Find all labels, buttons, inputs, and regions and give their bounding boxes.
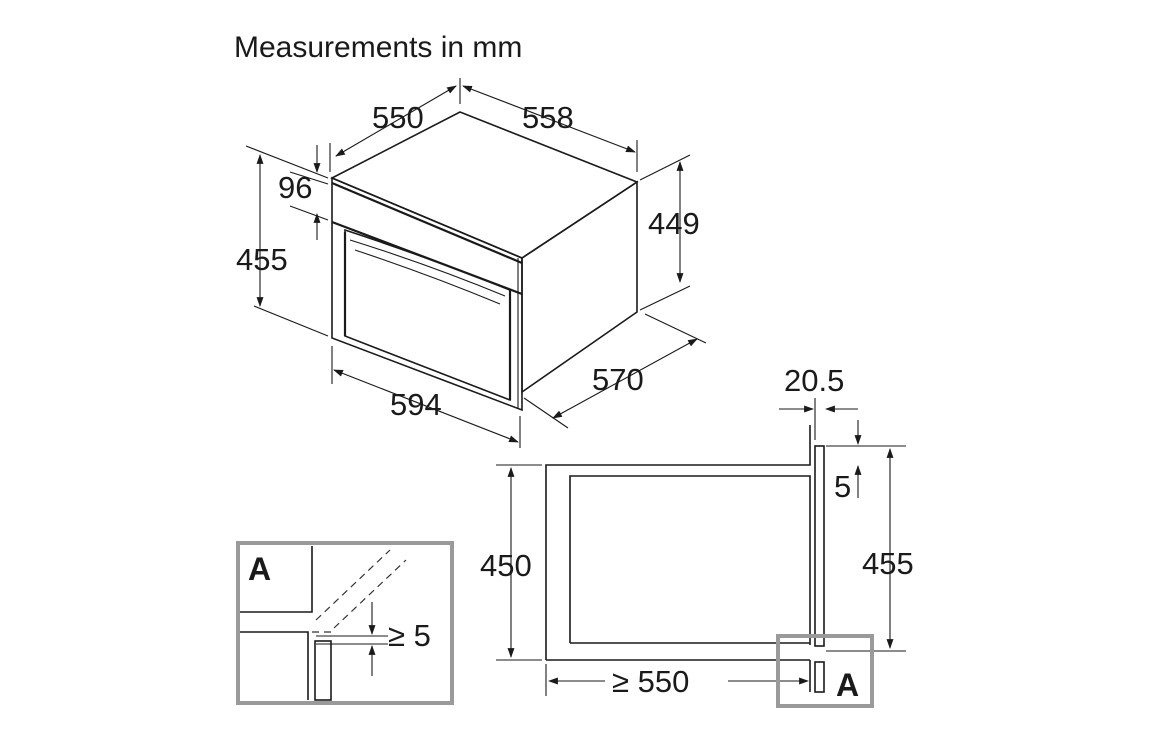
dim-depth-top: 550 — [329, 78, 461, 172]
body-height-label: 449 — [648, 206, 700, 241]
dim-niche-depth: ≥ 550 — [545, 664, 809, 699]
detail-reference-box: A — [776, 634, 874, 708]
front-height-label: 455 — [236, 242, 288, 277]
niche-depth-label: ≥ 550 — [612, 664, 689, 699]
niche-height-label: 450 — [480, 548, 532, 583]
front-width-label: 594 — [390, 387, 442, 422]
side-front-panel — [814, 445, 825, 647]
diagram-title: Measurements in mm — [234, 31, 522, 64]
detail-gap-label: ≥ 5 — [388, 618, 431, 653]
dim-side-front-height: 455 — [826, 448, 914, 652]
appliance-side-face — [521, 180, 638, 394]
detail-a-inset: ≥ 5 A — [236, 541, 454, 705]
appliance-isometric — [330, 111, 639, 412]
panel-height-label: 96 — [278, 170, 312, 205]
dim-width-top: 558 — [462, 85, 638, 172]
side-gap-label: 5 — [834, 469, 851, 504]
dim-panel-height: 96 — [278, 145, 329, 240]
dim-side-offset: 20.5 — [779, 363, 858, 440]
dim-front-height: 455 — [236, 145, 329, 337]
body-depth-label: 570 — [592, 362, 644, 397]
side-front-height-label: 455 — [862, 546, 914, 581]
appliance-door — [344, 228, 511, 402]
detail-marker-label: A — [248, 551, 271, 587]
side-offset-label: 20.5 — [784, 363, 844, 398]
dim-front-width: 594 — [331, 346, 521, 448]
appliance-front-face — [331, 176, 523, 412]
detail-box-marker-label: A — [836, 667, 859, 703]
dim-side-gap: 5 — [826, 420, 906, 504]
width-top-label: 558 — [522, 100, 574, 135]
dim-body-height: 449 — [639, 154, 700, 311]
side-section — [545, 425, 825, 693]
dim-body-depth: 570 — [523, 313, 707, 429]
dim-niche-height: 450 — [480, 464, 542, 661]
depth-top-label: 550 — [372, 100, 424, 135]
